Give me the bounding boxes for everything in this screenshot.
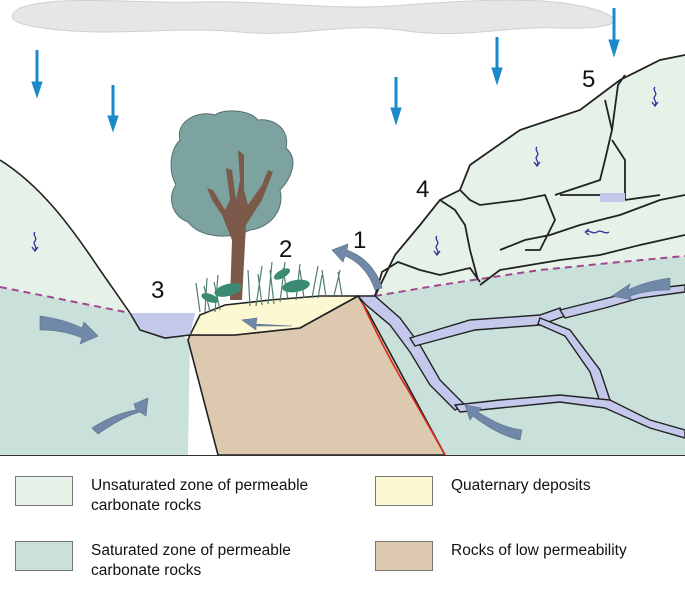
legend-label-unsaturated: Unsaturated zone of permeable carbonate … xyxy=(91,476,308,516)
unsaturated-zone-left xyxy=(0,160,130,313)
legend-item-low-permeability: Rocks of low permeability xyxy=(375,541,627,571)
karst-conduits xyxy=(356,284,685,439)
legend-label-saturated-line1: Saturated zone of permeable xyxy=(91,542,291,559)
label-4: 4 xyxy=(416,176,429,203)
water-table-right xyxy=(374,255,685,297)
legend-label-quaternary: Quaternary deposits xyxy=(451,476,591,496)
flow-arrow xyxy=(91,397,149,435)
rain-arrow xyxy=(390,77,402,126)
legend-label-unsaturated-line1: Unsaturated zone of permeable xyxy=(91,477,309,494)
unsaturated-zone-right xyxy=(375,55,685,296)
rain-arrow xyxy=(31,50,43,99)
label-5: 5 xyxy=(582,66,595,93)
cloud xyxy=(11,0,615,35)
legend-item-saturated: Saturated zone of permeable carbonate ro… xyxy=(15,541,291,581)
legend-item-unsaturated: Unsaturated zone of permeable carbonate … xyxy=(15,476,308,516)
tree-trunk xyxy=(207,150,273,300)
fault-line xyxy=(361,301,446,456)
rain-arrow xyxy=(107,85,119,133)
legend-label-saturated: Saturated zone of permeable carbonate ro… xyxy=(91,541,291,581)
flow-arrow xyxy=(611,277,671,301)
quaternary-deposits xyxy=(188,295,359,336)
legend-label-unsaturated-line2: carbonate rocks xyxy=(91,497,202,514)
karst-diagram: 1 2 3 4 5 xyxy=(0,0,685,456)
flow-arrow xyxy=(241,317,293,331)
legend: Unsaturated zone of permeable carbonate … xyxy=(0,455,685,602)
legend-item-quaternary: Quaternary deposits xyxy=(375,476,591,506)
legend-label-quaternary-text: Quaternary deposits xyxy=(451,477,591,494)
flow-arrows xyxy=(39,243,671,441)
legend-label-low-permeability-text: Rocks of low permeability xyxy=(451,542,627,559)
leaves xyxy=(201,268,310,303)
legend-label-low-permeability: Rocks of low permeability xyxy=(451,541,627,561)
legend-swatch-quaternary xyxy=(375,476,433,506)
label-2: 2 xyxy=(279,236,292,263)
fissures xyxy=(374,54,685,297)
legend-swatch-saturated xyxy=(15,541,73,571)
flow-arrow xyxy=(331,243,383,291)
tree xyxy=(170,110,294,300)
label-3: 3 xyxy=(151,277,164,304)
flow-arrow xyxy=(464,404,523,441)
rain-arrow xyxy=(608,8,620,58)
terrain-left xyxy=(0,159,191,339)
rain-arrow xyxy=(491,37,503,86)
water-table xyxy=(0,286,131,314)
label-1: 1 xyxy=(353,227,366,254)
cave-pool xyxy=(600,193,625,202)
legend-swatch-unsaturated xyxy=(15,476,73,506)
flow-arrow xyxy=(39,315,99,345)
rain-arrows xyxy=(31,8,620,133)
legend-swatch-low-permeability xyxy=(375,541,433,571)
infiltration-arrows xyxy=(31,86,659,257)
legend-label-saturated-line2: carbonate rocks xyxy=(91,562,202,579)
